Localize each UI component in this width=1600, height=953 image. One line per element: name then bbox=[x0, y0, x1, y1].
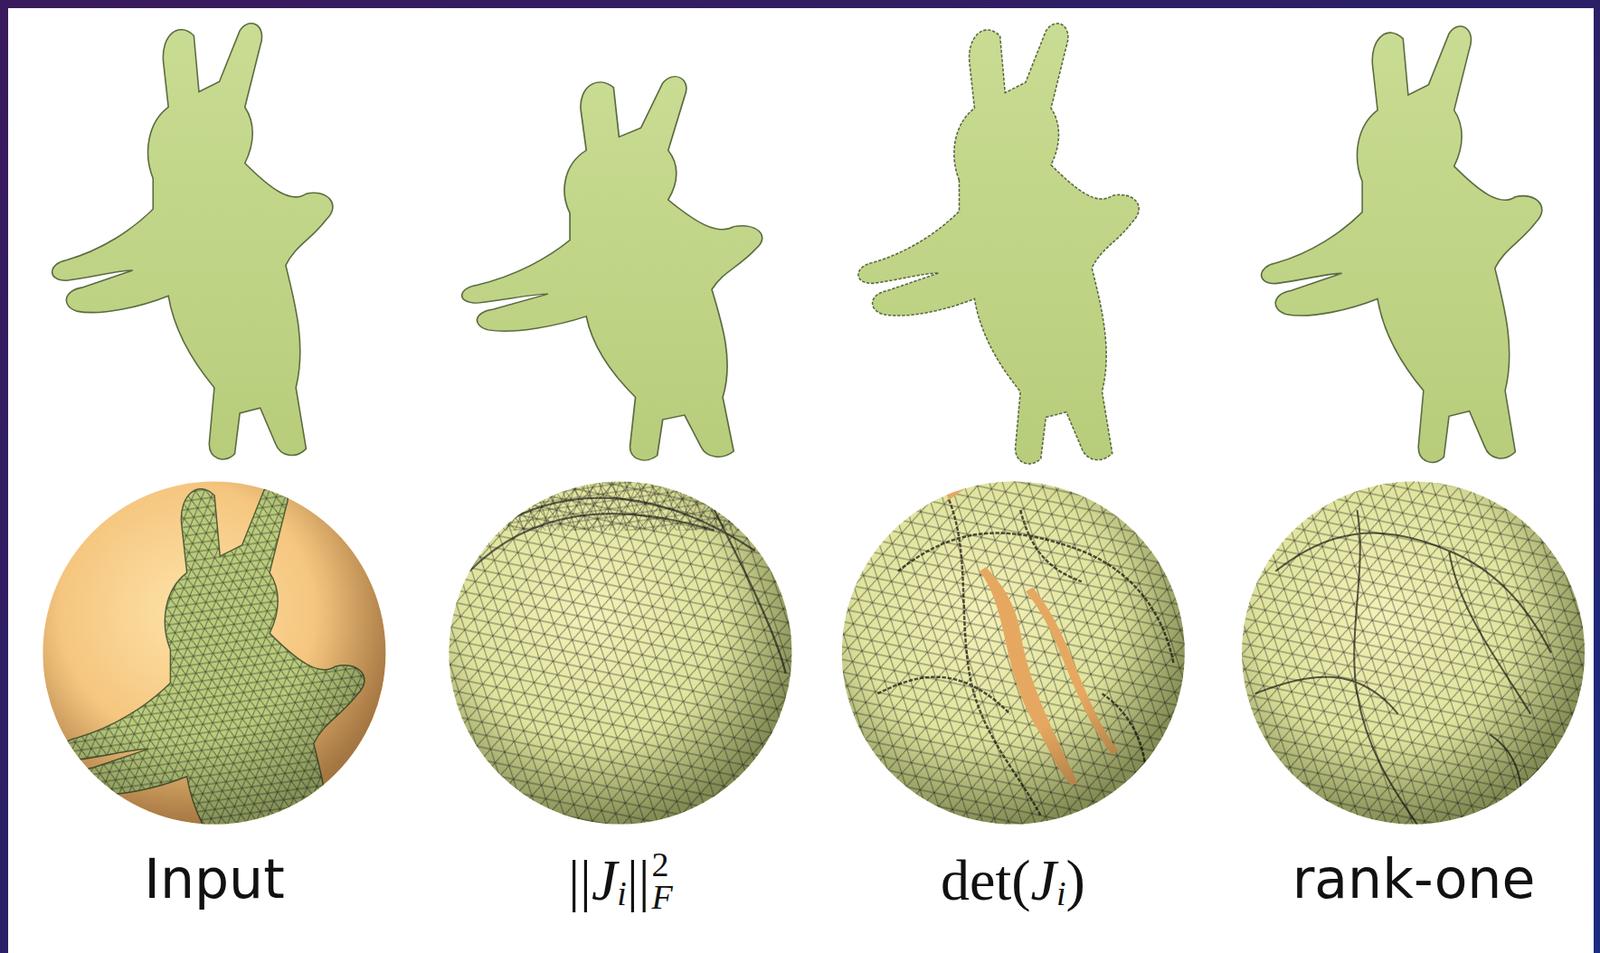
rank-one-sphere bbox=[1229, 469, 1597, 837]
input-shape bbox=[52, 23, 333, 460]
caption-text: || bbox=[626, 852, 651, 910]
caption-text: J bbox=[591, 852, 617, 910]
rank-one-shape bbox=[1261, 26, 1543, 463]
caption-text: det( bbox=[940, 852, 1032, 910]
column-caption: det(Ji) bbox=[940, 852, 1086, 910]
caption-text: ) bbox=[1066, 852, 1086, 910]
subscript: F bbox=[652, 880, 673, 914]
caption-text: J bbox=[1031, 852, 1057, 910]
figure-panel bbox=[8, 8, 1594, 953]
column-caption: ||Ji||2F bbox=[568, 848, 673, 914]
frobenius-sphere bbox=[438, 469, 806, 837]
frobenius-shape bbox=[462, 76, 763, 461]
det-shape bbox=[858, 23, 1139, 464]
caption-text: || bbox=[568, 852, 592, 910]
subscript: i bbox=[1056, 876, 1067, 911]
column-caption: rank-one bbox=[1292, 852, 1536, 907]
script-stack: 2F bbox=[652, 848, 673, 914]
caption-text: Input bbox=[143, 852, 285, 907]
column-caption: Input bbox=[143, 852, 285, 907]
input-sphere bbox=[42, 482, 386, 953]
superscript: 2 bbox=[652, 848, 670, 881]
caption-text: rank-one bbox=[1292, 852, 1536, 907]
subscript: i bbox=[616, 876, 627, 911]
det-sphere bbox=[831, 469, 1199, 837]
